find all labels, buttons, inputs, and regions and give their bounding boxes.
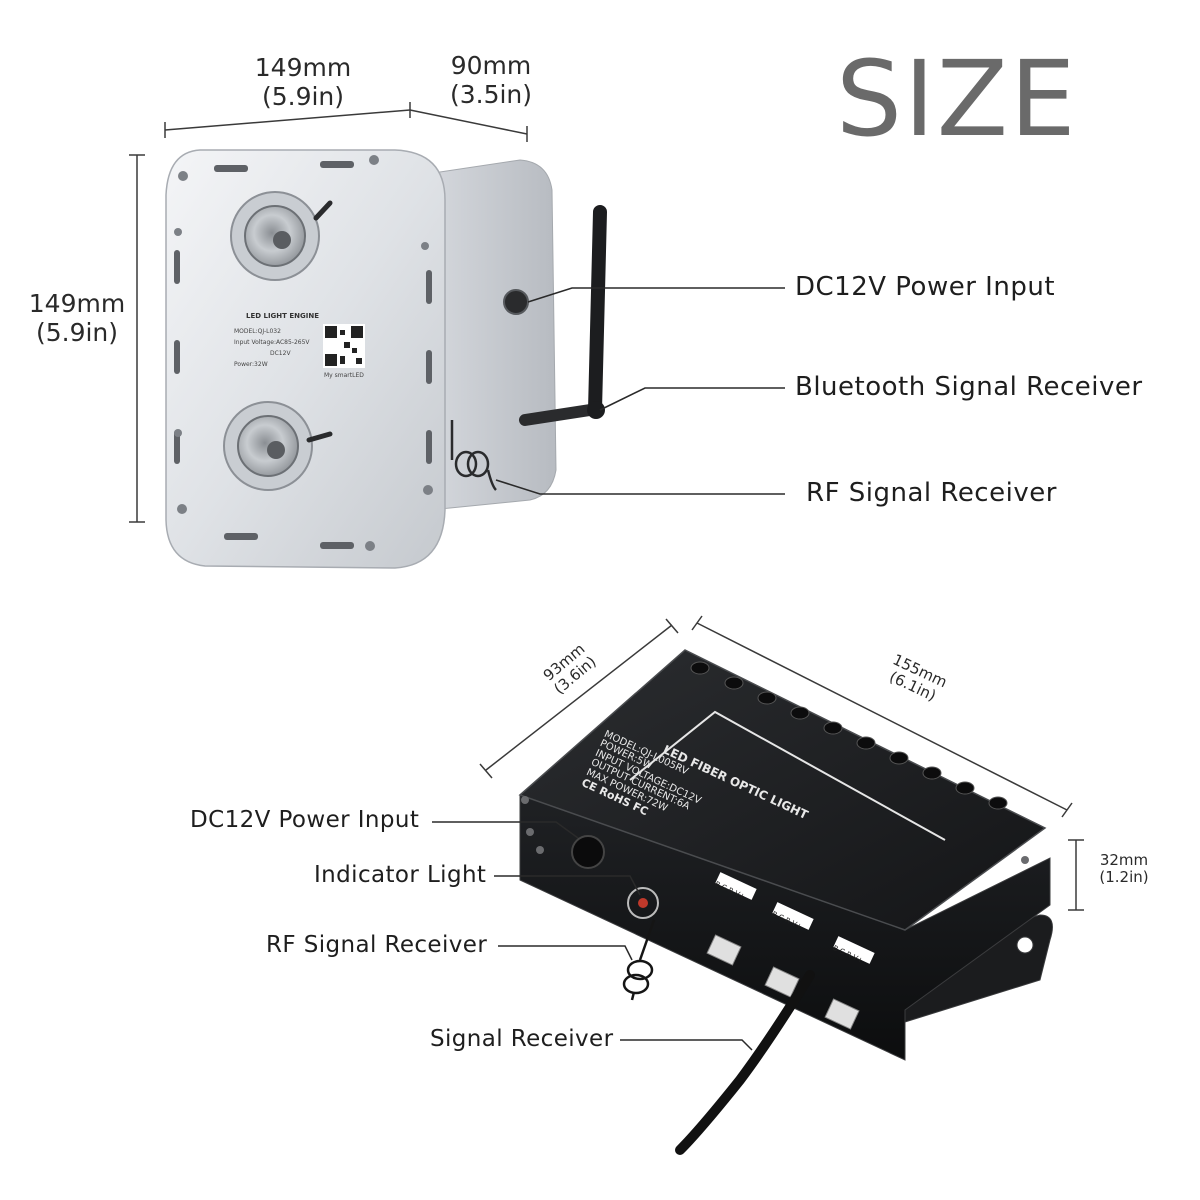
panel-input-text: Input Voltage:AC85-265V	[234, 339, 310, 346]
indicator-led	[638, 898, 648, 908]
panel-app-text: My smartLED	[324, 372, 364, 379]
dimension-lines-bottom	[479, 615, 1084, 911]
qr-code	[323, 324, 365, 368]
dim-top-width: 149mm (5.9in)	[248, 53, 358, 112]
callout-rf-receiver-bottom: RF Signal Receiver	[266, 932, 488, 958]
panel-engine-text: LED LIGHT ENGINE	[246, 312, 320, 320]
panel-model-text: MODEL:QJ-L032	[234, 328, 281, 335]
dim-top-height: 149mm (5.9in)	[22, 289, 132, 348]
callout-dc-power-input-top: DC12V Power Input	[795, 272, 1056, 302]
dim-top-width-mm: 149mm	[254, 53, 352, 82]
callout-dc-power-input-bottom: DC12V Power Input	[190, 807, 420, 833]
panel-power-text: Power:32W	[234, 361, 268, 368]
dc-jack	[503, 289, 529, 315]
dc-jack-controller	[571, 835, 605, 869]
dimension-lines-top	[129, 102, 528, 523]
controller-unit	[518, 649, 1053, 1155]
dim-bottom-height: 32mm (1.2in)	[1086, 851, 1162, 887]
callout-signal-receiver: Signal Receiver	[430, 1026, 614, 1052]
dim-top-height-in: (5.9in)	[35, 317, 119, 347]
callout-indicator-light: Indicator Light	[314, 862, 487, 888]
panel-dc-text: DC12V	[270, 350, 291, 357]
dim-top-depth: 90mm (3.5in)	[436, 51, 546, 110]
fiber-port-top	[230, 191, 333, 281]
fiber-holes	[690, 661, 1008, 810]
callout-bluetooth-receiver: Bluetooth Signal Receiver	[795, 372, 1143, 402]
callout-leaders-bottom	[432, 821, 753, 1051]
page-title: SIZE	[836, 38, 1078, 160]
rf-coil-wire	[450, 420, 497, 491]
dim-top-depth-in: (3.5in)	[449, 79, 533, 109]
signal-cable	[675, 970, 815, 1155]
fiber-port-bottom	[223, 401, 333, 491]
light-engine-unit	[165, 149, 607, 569]
dim-top-height-mm: 149mm	[28, 289, 126, 318]
dim-top-width-in: (5.9in)	[261, 81, 345, 111]
dim-bottom-height-in: (1.2in)	[1099, 868, 1149, 887]
bluetooth-antenna	[519, 205, 607, 426]
callout-rf-receiver-top: RF Signal Receiver	[806, 478, 1057, 508]
rf-coil-controller	[622, 919, 656, 1001]
dim-bottom-height-mm: 32mm	[1099, 851, 1149, 869]
callout-leaders-top	[495, 287, 785, 495]
dim-top-depth-mm: 90mm	[450, 51, 532, 80]
